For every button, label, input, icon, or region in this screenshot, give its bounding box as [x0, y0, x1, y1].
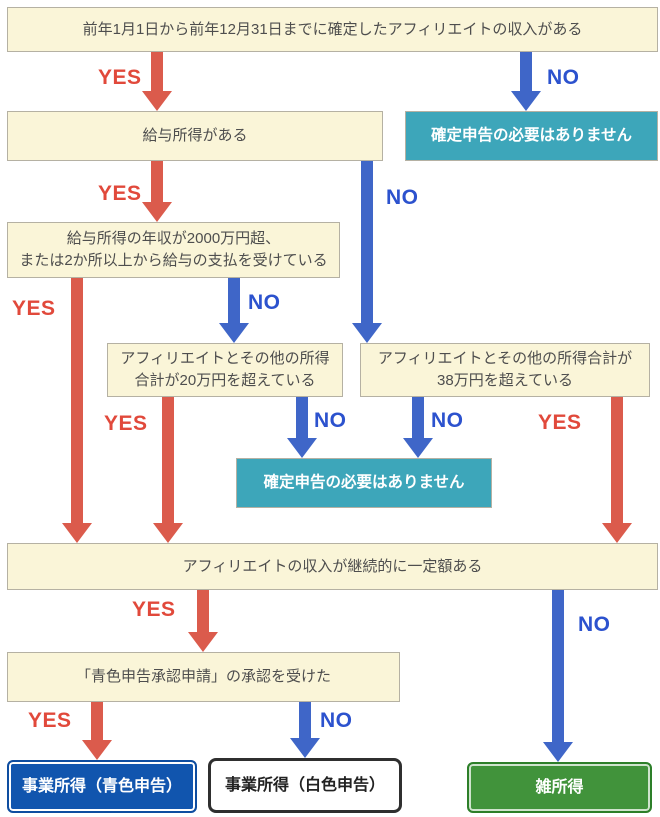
- edge-label-yes-q4: YES: [104, 412, 148, 435]
- node-prior-year-affiliate-income: 前年1月1日から前年12月31日までに確定したアフィリエイトの収入がある: [7, 7, 658, 52]
- node-no-tax-return-needed-1: 確定申告の必要はありません: [405, 111, 658, 161]
- arrow-no-q3-to-q4: [219, 278, 249, 343]
- node-business-income-white-return: 事業所得（白色申告）: [208, 758, 402, 813]
- node-blue-return-approval: 「青色申告承認申請」の承認を受けた: [7, 652, 400, 702]
- node-has-salary-income: 給与所得がある: [7, 111, 383, 161]
- edge-label-yes-q1: YES: [98, 66, 142, 89]
- arrow-no-q5-to-no-filing-2: [403, 397, 433, 458]
- node-affiliate-other-income-over-380k: アフィリエイトとその他の所得合計が 38万円を超えている: [360, 343, 650, 397]
- arrow-no-q1-to-no-filing-1: [511, 52, 541, 111]
- edge-label-yes-q6: YES: [132, 598, 176, 621]
- node-no-tax-return-needed-2: 確定申告の必要はありません: [236, 458, 492, 508]
- node-miscellaneous-income: 雑所得: [467, 762, 652, 813]
- arrow-yes-q3-to-q6: [62, 278, 92, 543]
- edge-label-no-q7: NO: [320, 709, 353, 732]
- arrow-no-q4-to-no-filing-2: [287, 397, 317, 458]
- edge-label-yes-q5: YES: [538, 411, 582, 434]
- arrow-yes-q7-to-blue-return: [82, 702, 112, 760]
- arrow-yes-q1-to-q2: [142, 52, 172, 111]
- node-continuous-stable-affiliate-income: アフィリエイトの収入が継続的に一定額ある: [7, 543, 658, 590]
- edge-label-no-q4: NO: [314, 409, 347, 432]
- arrow-yes-q6-to-q7: [188, 590, 218, 652]
- edge-label-yes-q2: YES: [98, 182, 142, 205]
- arrow-no-q6-to-misc-income: [543, 590, 573, 762]
- arrow-yes-q2-to-q3: [142, 161, 172, 222]
- edge-label-yes-q7: YES: [28, 709, 72, 732]
- arrow-yes-q5-to-q6: [602, 397, 632, 543]
- edge-label-no-q3: NO: [248, 291, 281, 314]
- edge-label-yes-q3: YES: [12, 297, 56, 320]
- arrow-no-q2-to-q5: [352, 161, 382, 343]
- node-salary-over-20m-or-multiple-payers: 給与所得の年収が2000万円超、 または2か所以上から給与の支払を受けている: [7, 222, 340, 278]
- node-affiliate-other-income-over-200k: アフィリエイトとその他の所得 合計が20万円を超えている: [107, 343, 343, 397]
- arrow-no-q7-to-white-return: [290, 702, 320, 758]
- edge-label-no-q1: NO: [547, 66, 580, 89]
- edge-label-no-q6: NO: [578, 613, 611, 636]
- edge-label-no-q2: NO: [386, 186, 419, 209]
- node-business-income-blue-return: 事業所得（青色申告）: [7, 760, 197, 813]
- edge-label-no-q5: NO: [431, 409, 464, 432]
- arrow-yes-q4-to-q6: [153, 397, 183, 543]
